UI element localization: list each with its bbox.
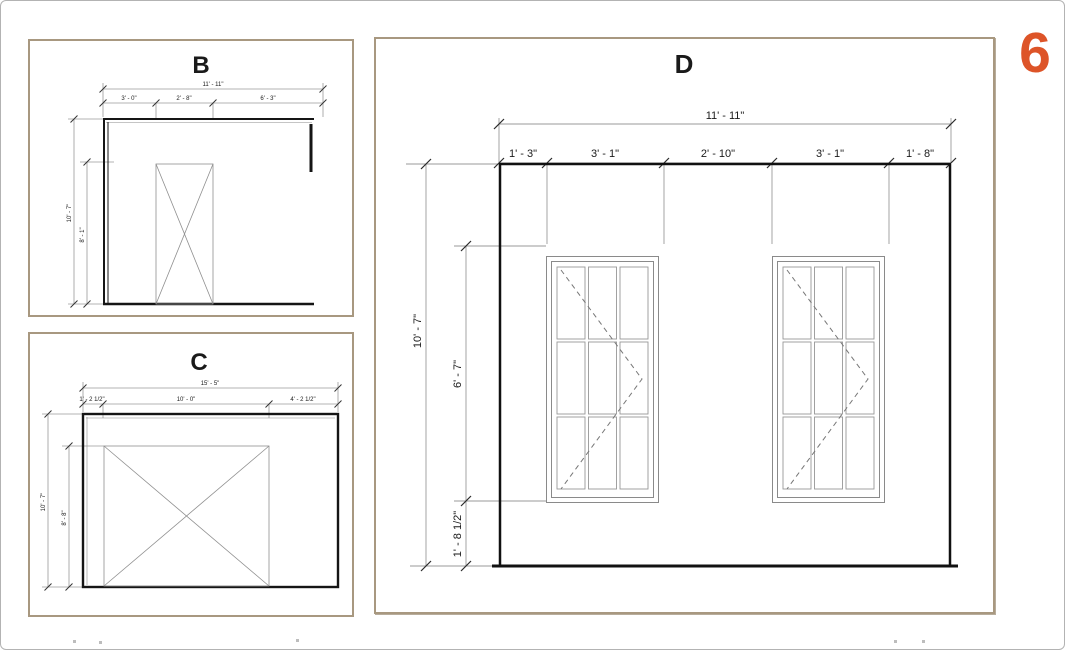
panel-c-overall-width-dim: 15' - 5"	[201, 381, 220, 387]
panel-c-opening-height-dim: 8' - 8"	[62, 510, 68, 525]
panel-d-title: D	[675, 49, 694, 79]
elevation-drawing-b: B	[67, 52, 327, 308]
panel-d-sill-height-dim: 1' - 8 1/2"	[452, 511, 464, 557]
panel-d-segment-dim-4: 3' - 1"	[816, 148, 844, 160]
panel-b-dimension-lines	[68, 83, 324, 305]
panel-d-overall-width-dim: 11' - 11"	[706, 110, 745, 122]
panel-c-title: C	[190, 349, 207, 376]
figure-number: 6	[1019, 21, 1051, 85]
panel-b-title: B	[192, 52, 209, 79]
window-left	[546, 256, 659, 503]
panel-d-window-height-dim: 6' - 7"	[452, 360, 464, 388]
panel-c-segment-dim-2: 10' - 0"	[177, 397, 196, 403]
panel-b-door-opening	[155, 163, 214, 305]
panel-b-opening-height-dim: 8' - 1"	[80, 227, 86, 242]
elevation-panel-c: C 15' - 5" 1'	[28, 332, 354, 617]
panel-b-overall-width-dim: 11' - 11"	[202, 82, 223, 88]
panel-c-segment-dim-1: 1' - 2 1/2"	[79, 397, 104, 403]
panel-b-segment-dim-2: 2' - 8"	[176, 96, 191, 102]
panel-c-dimension-ticks	[44, 384, 342, 591]
window-right	[772, 256, 885, 503]
elevation-drawing-c: C 15' - 5" 1'	[41, 349, 342, 591]
panel-b-wall-outline	[103, 118, 314, 306]
panel-d-wall-outline	[492, 162, 958, 568]
elevation-panel-b: B	[28, 39, 354, 317]
panel-d-segment-dim-3: 2' - 10"	[701, 148, 735, 160]
panel-d-segment-dim-1: 1' - 3"	[509, 148, 537, 160]
panel-c-overall-height-dim: 10' - 7"	[41, 493, 47, 512]
panel-d-segment-dim-2: 3' - 1"	[591, 148, 619, 160]
panel-c-garage-opening	[103, 445, 270, 587]
panel-c-segment-dim-3: 4' - 2 1/2"	[290, 397, 315, 403]
panel-b-segment-dim-3: 6' - 3"	[260, 96, 275, 102]
panel-b-dimension-ticks	[70, 85, 327, 308]
panel-d-overall-height-dim: 10' - 7"	[412, 314, 424, 348]
panel-c-dimension-lines	[42, 382, 339, 588]
elevation-panel-d: D	[374, 37, 995, 614]
elevation-drawing-d: D	[406, 49, 958, 572]
panel-d-segment-dim-5: 1' - 8"	[906, 148, 934, 160]
panel-b-segment-dim-1: 3' - 0"	[121, 96, 136, 102]
panel-b-overall-height-dim: 10' - 7"	[67, 204, 73, 223]
panel-c-wall-outline	[81, 412, 340, 589]
